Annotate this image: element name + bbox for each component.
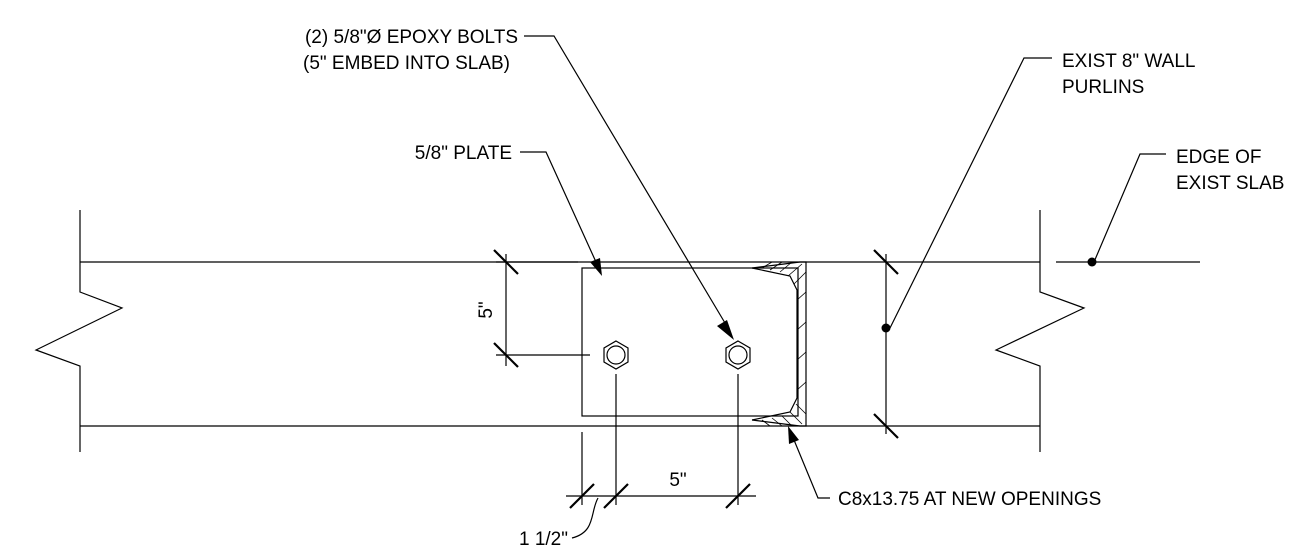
slab-band [34, 210, 1086, 452]
channel-note: C8x13.75 AT NEW OPENINGS [838, 489, 1101, 510]
wall-purlins-leader [889, 57, 1052, 329]
edge-distance-label: 1 1/2" [519, 529, 568, 550]
channel-section [751, 261, 807, 427]
bolt-left [603, 340, 629, 370]
slab-edge-note-line2: EXIST SLAB [1176, 173, 1284, 194]
slab-edge-dot [1087, 257, 1097, 267]
channel-leader [793, 439, 830, 499]
wall-purlins-note-line2: PURLINS [1062, 77, 1144, 98]
plate-note: 5/8" PLATE [415, 143, 512, 164]
plate-arrow [590, 258, 602, 276]
bolt-right [725, 340, 751, 370]
epoxy-bolts-leader [524, 35, 729, 329]
vertical-dimension-label: 5" [476, 301, 497, 318]
horizontal-dimension-label: 5" [669, 470, 686, 491]
horizontal-dimension [566, 374, 756, 509]
right-break-line [994, 210, 1086, 452]
channel-arrow [788, 426, 799, 444]
vertical-dimension [493, 249, 590, 368]
slab-edge-note-line1: EDGE OF [1176, 147, 1262, 168]
slab-edge-leader [1093, 153, 1166, 263]
left-break-line [34, 210, 124, 452]
steel-plate [581, 267, 799, 417]
epoxy-bolts-arrow [717, 320, 734, 340]
wall-purlins-note-line1: EXIST 8" WALL [1062, 51, 1195, 72]
epoxy-bolts-note-line1: (2) 5/8"Ø EPOXY BOLTS [305, 27, 518, 48]
purlin-depth-dimension [873, 249, 899, 439]
edge-distance-leader [571, 497, 599, 539]
epoxy-bolts-note-line2: (5" EMBED INTO SLAB) [303, 53, 510, 74]
plate-leader [520, 151, 597, 263]
